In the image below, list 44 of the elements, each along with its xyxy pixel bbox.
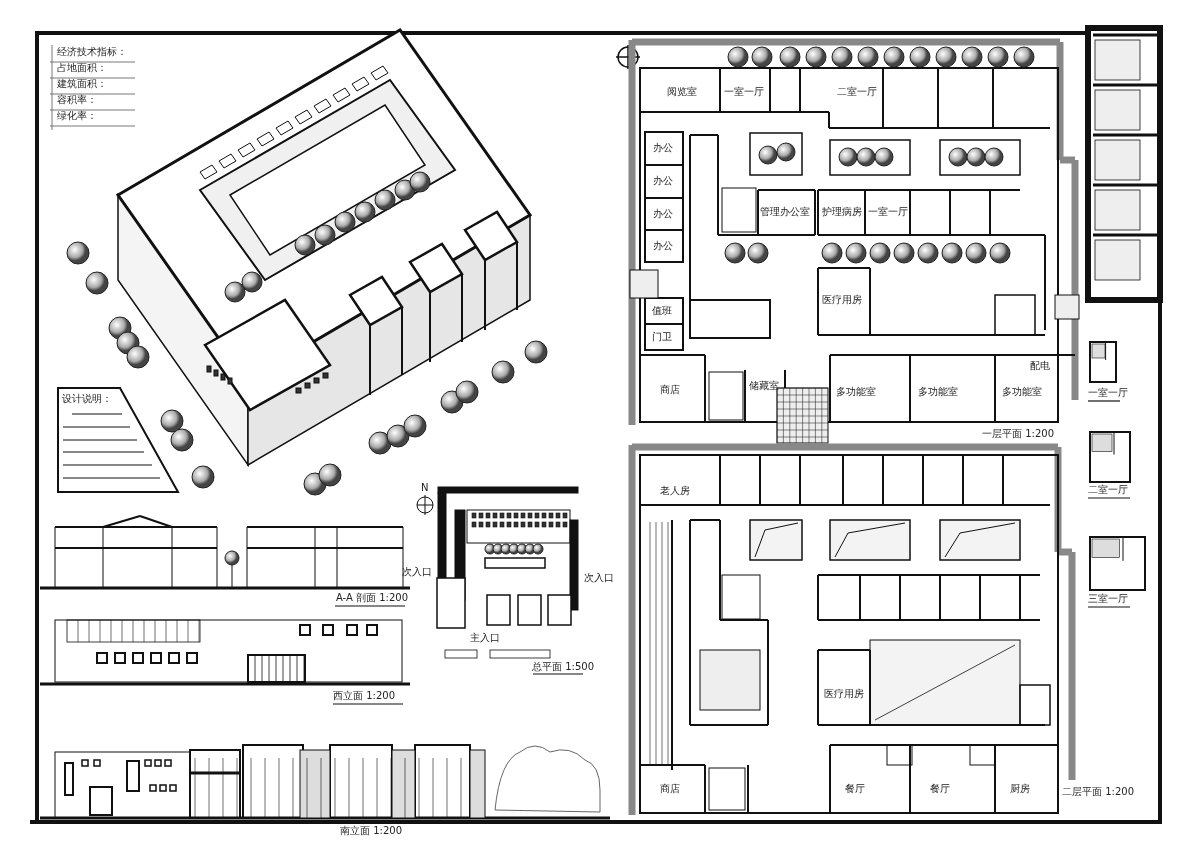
room-label: 厨房 [1010, 783, 1030, 795]
room-label: 门卫 [652, 331, 672, 343]
indicator-label: 经济技术指标： [57, 46, 127, 58]
indicator-label: 建筑面积： [57, 78, 107, 90]
entrance-label: 次入口 [402, 566, 432, 578]
room-label: 管理办公室 [760, 206, 810, 218]
north-label: N [421, 482, 429, 494]
room-label: 医疗用房 [824, 688, 864, 700]
room-label: 商店 [660, 783, 680, 795]
room-label: 办公 [653, 208, 673, 220]
room-label: 餐厅 [930, 783, 950, 795]
indicator-label: 占地面积： [57, 62, 107, 74]
drawing-title: 总平面 1:500 [532, 661, 594, 673]
indicator-label: 容积率： [57, 94, 97, 106]
room-label: 商店 [660, 384, 680, 396]
drawing-title: 二室一厅 [1088, 484, 1128, 496]
room-label: 配电 [1030, 360, 1050, 372]
room-label: 护理病房 [822, 206, 862, 218]
entrance-label: 主入口 [470, 632, 500, 644]
room-label: 一室一厅 [724, 86, 764, 98]
entrance-label: 次入口 [584, 572, 614, 584]
room-label: 办公 [653, 175, 673, 187]
drawing-title: A-A 剖面 1:200 [336, 592, 409, 604]
room-label: 办公 [653, 142, 673, 154]
room-label: 多功能室 [1002, 386, 1042, 398]
room-label: 餐厅 [845, 783, 865, 795]
room-label: 储藏室 [749, 380, 779, 392]
drawing-title: 三室一厅 [1088, 593, 1128, 605]
room-label: 医疗用房 [822, 294, 862, 306]
room-label: 多功能室 [836, 386, 876, 398]
room-label: 一室一厅 [868, 206, 908, 218]
drawing-title: 西立面 1:200 [333, 690, 395, 702]
room-label: 办公 [653, 240, 673, 252]
drawing-title: 二层平面 1:200 [1062, 786, 1134, 798]
indicator-label: 绿化率： [57, 110, 97, 122]
drawing-title: 一室一厅 [1088, 387, 1128, 399]
room-label: 二室一厅 [837, 86, 877, 98]
room-label: 老人房 [660, 485, 690, 497]
drawing-title: 一层平面 1:200 [982, 428, 1054, 440]
room-label: 值班 [652, 305, 672, 317]
notes-heading: 设计说明： [62, 393, 112, 405]
room-label: 多功能室 [918, 386, 958, 398]
drawing-title: 南立面 1:200 [340, 825, 402, 837]
room-label: 阅览室 [667, 86, 697, 98]
